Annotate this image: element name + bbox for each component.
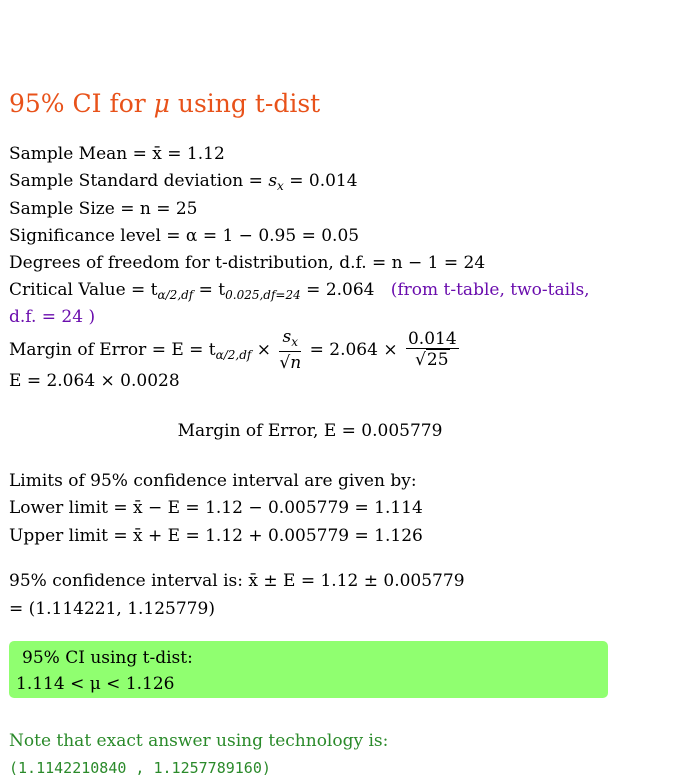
sample-size-line: Sample Size = n = 25 [9,199,198,219]
sample-sd-line: Sample Standard deviation = sx = 0.014 [9,171,358,196]
result-box: 95% CI using t-dist: 1.114 < μ < 1.126 [9,641,608,698]
e-calculation-line: E = 2.064 × 0.0028 [9,371,180,391]
margin-of-error-formula: Margin of Error = E = tα/2,df × sx√n = 2… [9,325,462,380]
significance-line: Significance level = α = 1 − 0.95 = 0.05 [9,226,360,246]
sample-mean-line: Sample Mean = x̄ = 1.12 [9,144,225,164]
moe-subscript: α/2,df [215,348,252,362]
critical-value-line: Critical Value = tα/2,df = t0.025,df=24 … [9,280,590,305]
fraction1-numerator: sx [279,328,302,352]
upper-limit-line: Upper limit = x̄ + E = 1.12 + 0.005779 =… [9,526,423,546]
moe-label: Margin of Error = E = t [9,340,216,360]
sd-symbol: s [268,171,278,191]
limits-intro: Limits of 95% confidence interval are gi… [9,471,417,491]
title-suffix: using t-dist [169,89,321,118]
moe-equals: = 2.064 × [304,340,403,360]
margin-of-error-result: Margin of Error, E = 0.005779 [177,421,443,441]
confidence-interval-line-1: 95% confidence interval is: x̄ ± E = 1.1… [9,571,465,591]
fraction1-denominator: √n [279,352,302,373]
technology-answer: (1.1142210840 , 1.1257789160) [9,759,271,777]
cv-value: = 2.064 [300,280,375,300]
title-mu-symbol: μ [153,89,170,118]
fraction2-denominator: √25 [415,349,450,370]
fraction-sx-over-sqrt-n: sx√n [279,328,302,374]
lower-limit-line: Lower limit = x̄ − E = 1.12 − 0.005779 =… [9,498,423,518]
confidence-interval-line-2: = (1.114221, 1.125779) [9,599,215,619]
cv-note-part2: d.f. = 24 ) [9,307,96,327]
cv-subscript-1: α/2,df [157,288,194,302]
cv-label: Critical Value = t [9,280,158,300]
page-title: 95% CI for μ using t-dist [9,89,320,118]
cv-mid: = t [193,280,226,300]
degrees-freedom-line: Degrees of freedom for t-distribution, d… [9,253,486,273]
sd-value: = 0.014 [283,171,358,191]
title-prefix: 95% CI for [9,89,154,118]
sd-label: Sample Standard deviation = [9,171,269,191]
result-box-title: 95% CI using t-dist: [22,648,193,668]
moe-times: × [251,340,277,360]
result-box-interval: 1.114 < μ < 1.126 [16,674,175,694]
sd-subscript: x [277,179,284,193]
fraction-0014-over-sqrt-25: 0.014√25 [405,329,459,371]
technology-note: Note that exact answer using technology … [9,731,389,751]
cv-note-part1: (from t-table, two-tails, [390,280,590,300]
cv-subscript-2: 0.025,df=24 [225,288,301,302]
fraction2-numerator: 0.014 [405,329,459,349]
